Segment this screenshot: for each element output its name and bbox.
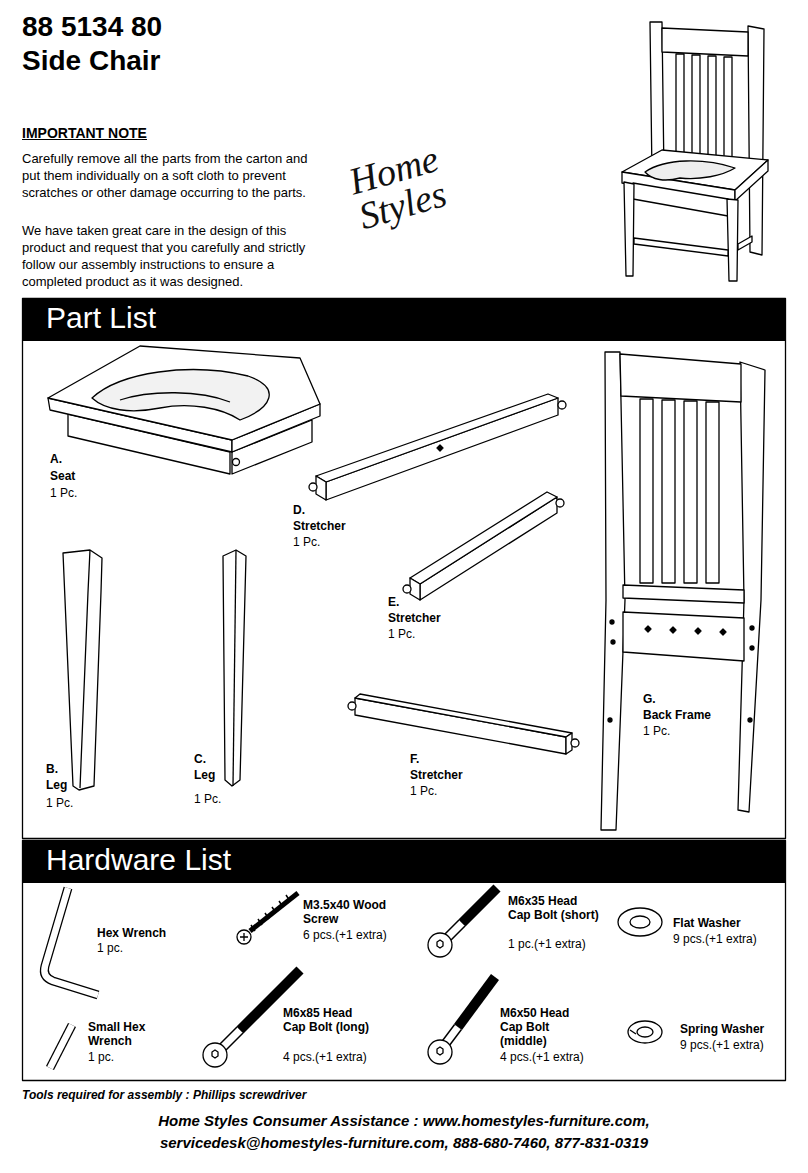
part-name: Seat — [50, 469, 75, 484]
tools-note: Tools required for assembly : Phillips s… — [22, 1088, 306, 1102]
quantity: 1 Pc. — [46, 796, 73, 811]
part-name: Back Frame — [643, 708, 711, 723]
title: 88 5134 80 Side Chair — [22, 10, 212, 78]
back-frame-illustration — [601, 352, 765, 830]
brand-logo: Home Styles — [345, 129, 490, 234]
part-letter: F. — [410, 752, 419, 767]
leg-illustration — [63, 550, 102, 790]
leg-illustration — [223, 550, 246, 786]
part-letter: A. — [50, 452, 62, 467]
spring-washer-icon — [628, 1021, 662, 1043]
part-name: Stretcher — [293, 519, 346, 534]
section-band: Part List — [22, 298, 786, 341]
small-hex-wrench-icon — [50, 1025, 72, 1068]
quantity: 6 pcs.(+1 extra) — [303, 928, 387, 943]
quantity: 4 pcs.(+1 extra) — [500, 1050, 584, 1065]
quantity: 9 pcs.(+1 extra) — [680, 1038, 764, 1053]
wood-screw-icon — [237, 893, 298, 944]
contact-info: Home Styles Consumer Assistance : www.ho… — [119, 1110, 689, 1154]
quantity: 1 Pc. — [388, 627, 415, 642]
quantity: 1 pc. — [97, 941, 123, 956]
hardware-name: Spring Washer — [680, 1022, 764, 1036]
hardware-name: M6x35 Head Cap Bolt (short) — [508, 894, 600, 922]
part-letter: G. — [643, 692, 656, 707]
quantity: 1 Pc. — [643, 724, 670, 739]
hardware-name: M6x50 Head Cap Bolt (middle) — [500, 1006, 592, 1048]
note-text: We have taken great care in the design o… — [22, 222, 322, 290]
quantity: 1 Pc. — [410, 784, 437, 799]
part-name: Leg — [46, 778, 67, 793]
part-name: Stretcher — [410, 768, 463, 783]
note-heading: IMPORTANT NOTE — [22, 125, 147, 141]
quantity: 1 Pc. — [293, 535, 320, 550]
hardware-name: Small Hex Wrench — [88, 1020, 160, 1048]
hardware-name: M3.5x40 Wood Screw — [303, 898, 388, 926]
part-letter: E. — [388, 595, 399, 610]
part-name: Stretcher — [388, 611, 441, 626]
part-letter: D. — [293, 503, 305, 518]
quantity: 4 pcs.(+1 extra) — [283, 1050, 367, 1065]
quantity: 1 Pc. — [194, 792, 221, 807]
section-heading: Hardware List — [22, 840, 786, 877]
stretcher-illustration — [309, 394, 566, 500]
part-letter: C. — [194, 752, 206, 767]
flat-washer-icon — [618, 908, 662, 936]
part-letter: B. — [46, 762, 58, 777]
quantity: 1 pc.(+1 extra) — [508, 937, 586, 952]
part-panel — [23, 299, 786, 839]
quantity: 9 pcs.(+1 extra) — [673, 932, 757, 947]
bolt-icon — [428, 888, 497, 957]
chair-illustration — [622, 22, 768, 281]
part-name: Leg — [194, 768, 215, 783]
quantity: 1 pc. — [88, 1050, 114, 1065]
hardware-name: M6x85 Head Cap Bolt (long) — [283, 1006, 375, 1034]
note-text: Carefully remove all the parts from the … — [22, 150, 322, 201]
stretcher-illustration — [348, 694, 579, 754]
section-band: Hardware List — [22, 840, 786, 883]
hardware-panel — [23, 841, 786, 1081]
section-heading: Part List — [22, 298, 786, 335]
quantity: 1 Pc. — [50, 486, 77, 501]
seat-illustration — [48, 346, 320, 474]
hardware-name: Hex Wrench — [97, 926, 166, 940]
hardware-name: Flat Washer — [673, 916, 741, 930]
stretcher-illustration — [403, 492, 564, 600]
bolt-icon — [428, 977, 495, 1064]
hex-wrench-icon — [44, 888, 98, 995]
